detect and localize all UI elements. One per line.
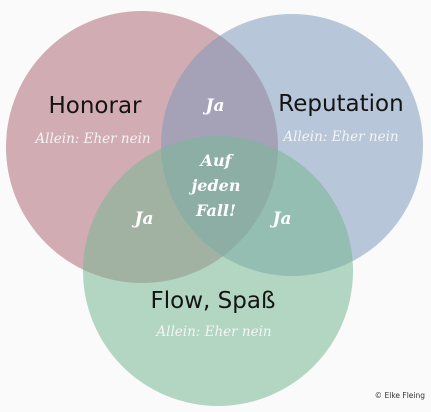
honorar-flow-overlap-label: Ja bbox=[131, 209, 153, 229]
flow-subtitle: Allein: Eher nein bbox=[154, 324, 271, 340]
reputation-title: Reputation bbox=[278, 91, 403, 117]
reputation-flow-overlap-label: Ja bbox=[269, 209, 291, 229]
honorar-reputation-overlap-label: Ja bbox=[202, 96, 224, 116]
honorar-subtitle: Allein: Eher nein bbox=[33, 131, 150, 147]
flow-circle bbox=[83, 136, 353, 406]
reputation-subtitle: Allein: Eher nein bbox=[281, 129, 398, 145]
credit-text: © Elke Fleing bbox=[375, 391, 426, 400]
center-label-line-1: Auf bbox=[199, 151, 235, 170]
honorar-title: Honorar bbox=[48, 93, 142, 119]
center-label-line-3: Fall! bbox=[195, 201, 236, 220]
center-label-line-2: jeden bbox=[189, 176, 241, 195]
flow-title: Flow, Spaß bbox=[151, 288, 276, 314]
